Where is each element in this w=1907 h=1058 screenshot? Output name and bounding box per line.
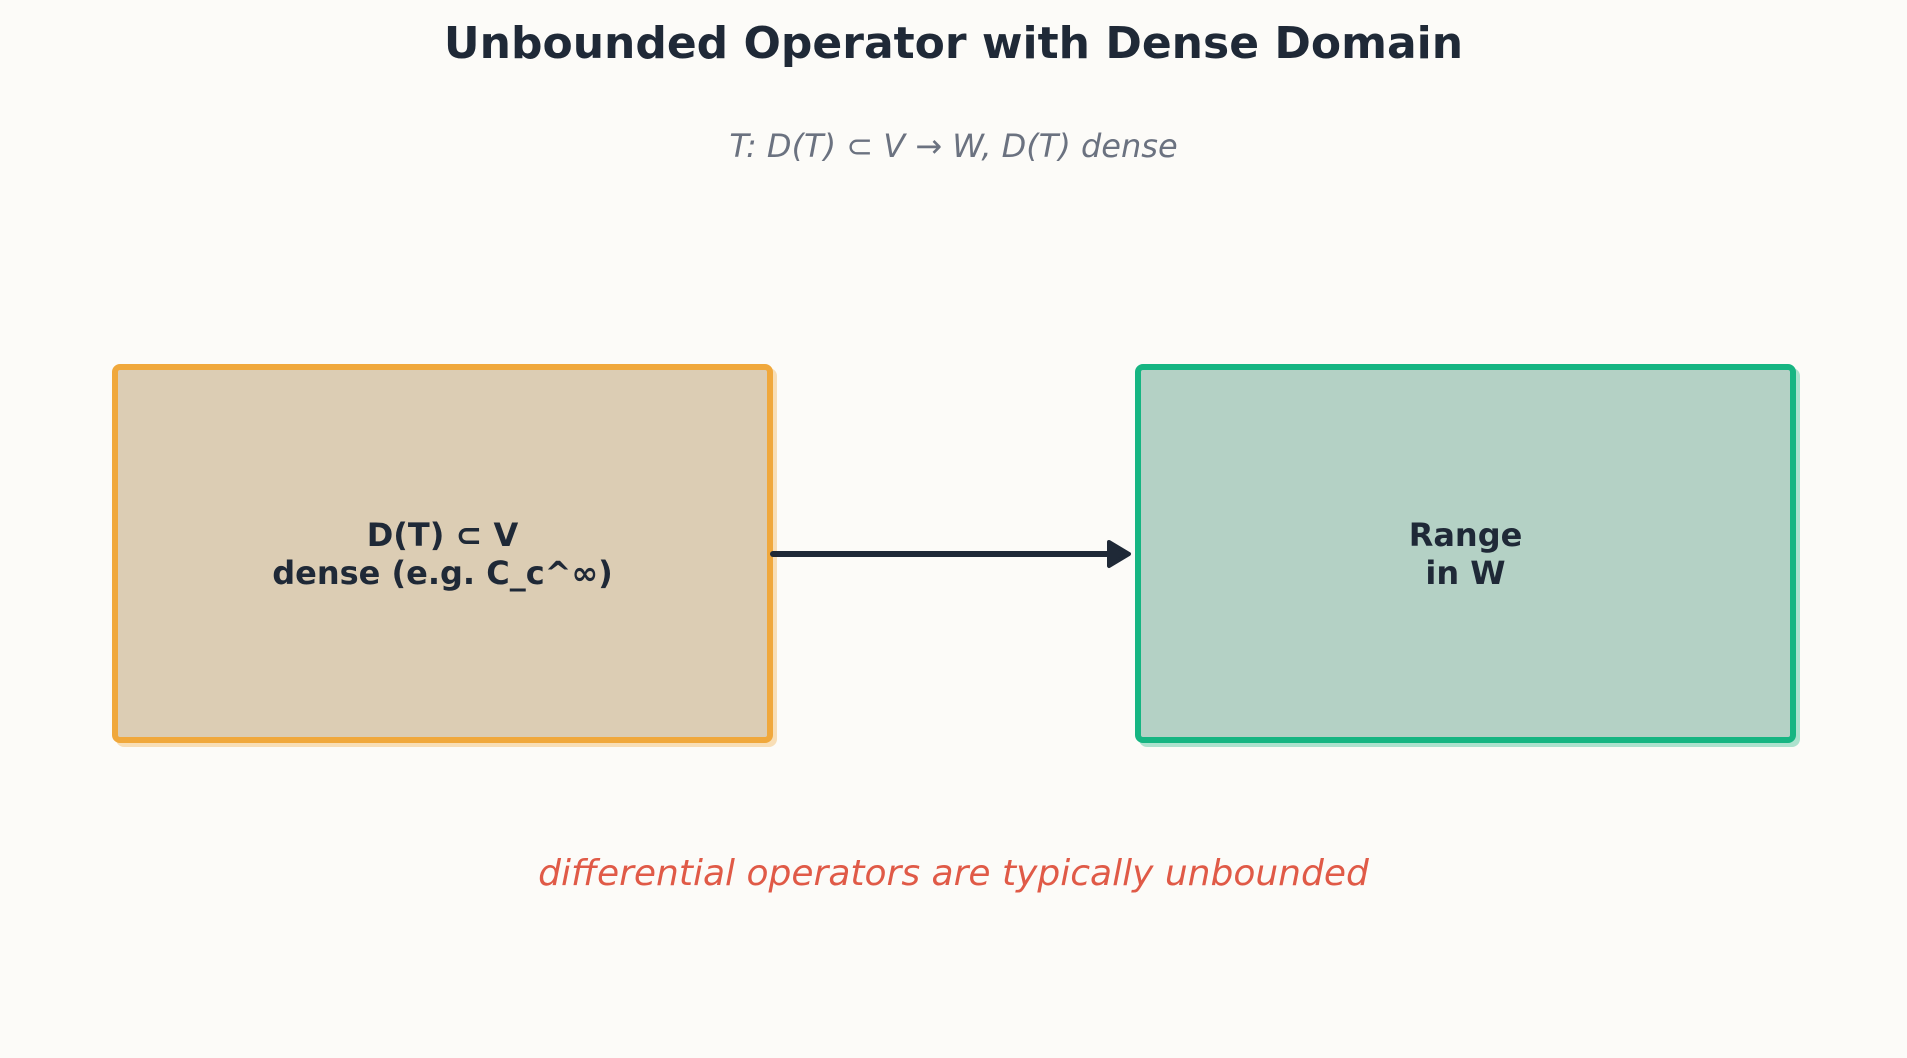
range-box: Range in W	[1135, 364, 1796, 743]
diagram-subtitle: T: D(T) ⊂ V → W, D(T) dense	[729, 127, 1178, 165]
diagram-title: Unbounded Operator with Dense Domain	[443, 18, 1464, 69]
operator-arrow-head	[1107, 540, 1131, 568]
diagram-note: differential operators are typically unb…	[538, 853, 1369, 894]
operator-arrow	[770, 540, 1131, 568]
domain-box: D(T) ⊂ V dense (e.g. C_c^∞)	[112, 364, 773, 743]
